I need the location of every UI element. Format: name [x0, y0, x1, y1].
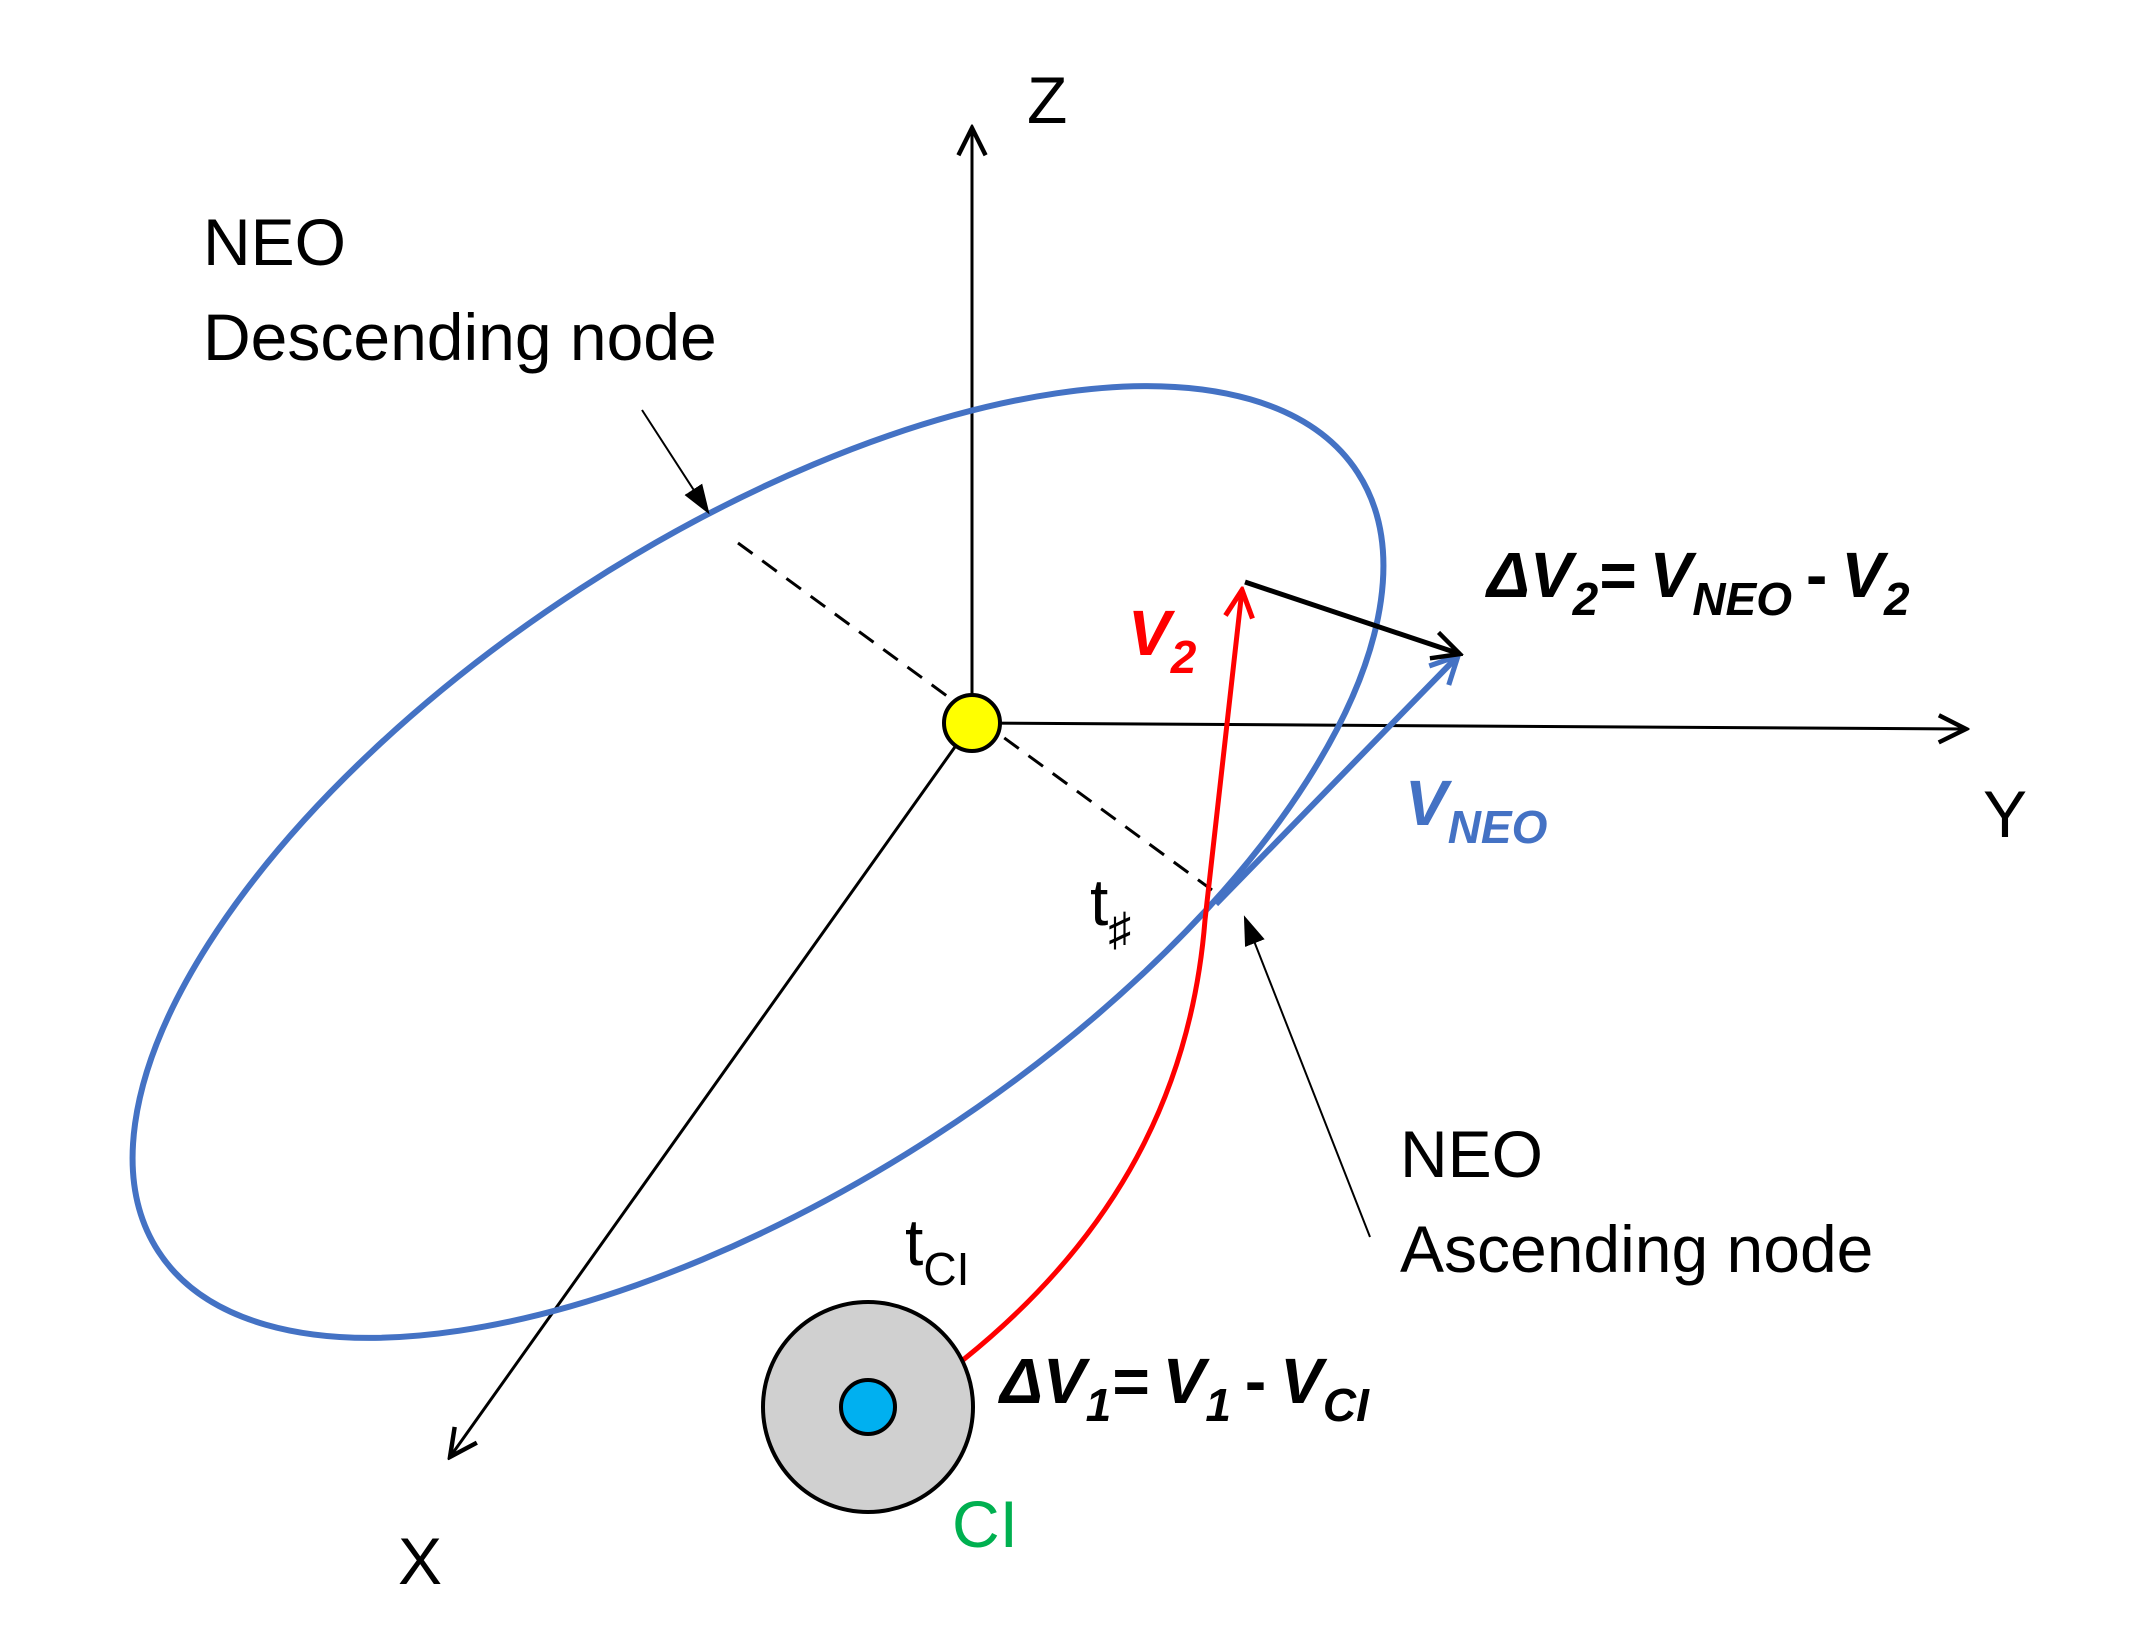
- transfer-trajectory: [961, 590, 1242, 1362]
- x-axis: [450, 722, 974, 1457]
- ascending-node-label-line2: Ascending node: [1400, 1212, 1873, 1286]
- ci-spacecraft-icon: [839, 1378, 897, 1436]
- delta-v1-equation: ΔV1=V1-VCI: [998, 1345, 1370, 1431]
- y-axis-label: Y: [1983, 777, 2027, 851]
- v2-label: V2: [1128, 597, 1197, 683]
- ascending-node-pointer: [1243, 915, 1371, 1238]
- t-ci-label: tCI: [905, 1205, 969, 1295]
- z-axis-label: Z: [1027, 63, 1067, 137]
- delta-v2-equation: ΔV2=VNEO-V2: [1485, 539, 1910, 625]
- delta-v2-arrow: [1244, 579, 1460, 654]
- x-axis-label: X: [398, 1524, 442, 1598]
- descending-node-label-line2: Descending node: [203, 300, 717, 374]
- descending-node-pointer: [641, 409, 710, 515]
- neo-orbit-ellipse: [129, 383, 1387, 1341]
- t-encounter-label: t♯: [1090, 865, 1131, 955]
- sun-icon: [942, 693, 1002, 753]
- y-axis: [971, 723, 1966, 729]
- descending-node-label-line1: NEO: [203, 205, 346, 279]
- v-neo-arrow: [1213, 656, 1458, 907]
- ascending-node-label-line1: NEO: [1400, 1117, 1543, 1191]
- line-of-nodes: [737, 541, 1213, 892]
- v-neo-label: VNEO: [1405, 767, 1548, 853]
- ci-label: CI: [952, 1487, 1018, 1561]
